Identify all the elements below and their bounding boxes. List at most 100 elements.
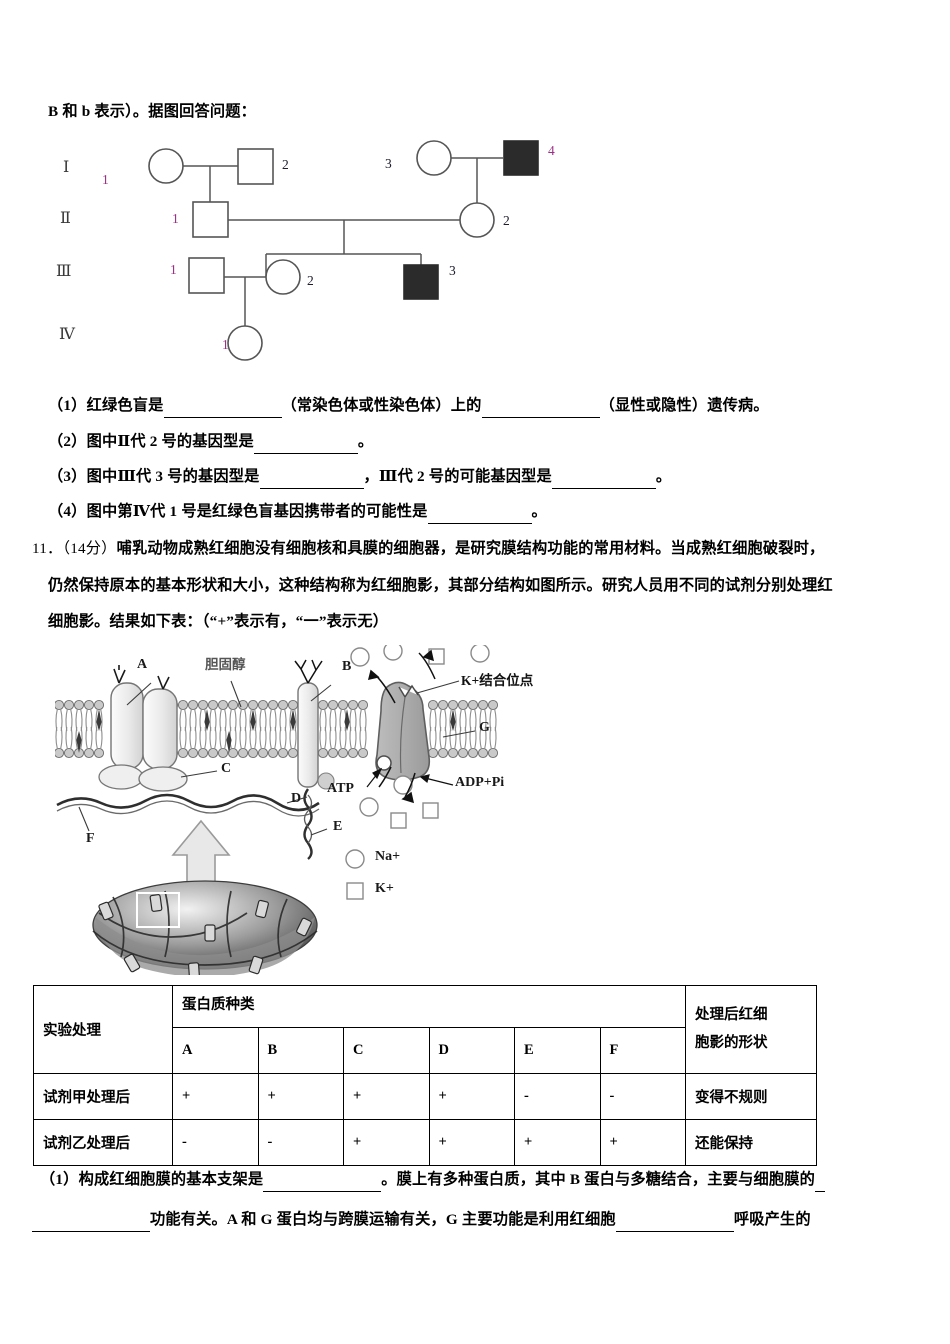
experiment-result-table: 实验处理 蛋白质种类 处理后红细 胞影的形状 A B C D E F 试剂甲处理… <box>33 985 817 1166</box>
figure-label-atp: ATP <box>327 781 354 796</box>
top-continuation-line: B 和 b 表示）。据图回答问题： <box>48 103 257 120</box>
transport-arrows <box>367 649 436 804</box>
figure-leader-lines <box>78 680 476 836</box>
row-1-value-f: - <box>599 1073 686 1120</box>
header-shape-after-treatment: 处理后红细 胞影的形状 <box>685 985 817 1074</box>
question-11-line-3: 细胞影。结果如下表：（“+”表示有，“一”表示无） <box>48 613 389 630</box>
header-shape-line-2: 胞影的形状 <box>695 1034 768 1051</box>
generation-label-iv: Ⅳ <box>59 326 75 343</box>
figure-label-f: F <box>86 831 95 846</box>
table-header-row-2: A B C D E F <box>34 1027 817 1074</box>
legend-label-na: Na+ <box>375 849 401 864</box>
pedigree-id-ii-2: 2 <box>503 213 510 228</box>
figure-label-e: E <box>333 819 343 834</box>
q11-1-part1: （1）构成红细胞膜的基本支架是 <box>40 1171 264 1188</box>
pedigree-symbols-svg <box>148 140 539 361</box>
membrane-diagram-svg <box>55 645 499 975</box>
pedigree-id-i-1: 1 <box>102 172 109 187</box>
row-2-value-a: - <box>172 1119 259 1166</box>
q10-4-part1: （4）图中第Ⅳ代 1 号是红绿色盲基因携带者的可能性是 <box>48 503 428 520</box>
legend-symbols <box>345 849 365 900</box>
question-10-1: （1）红绿色盲是 （常染色体或性染色体）上的 （显性或隐性）遗传病。 <box>48 394 769 418</box>
row-2-treatment: 试剂乙处理后 <box>33 1119 173 1166</box>
generation-label-iii: Ⅲ <box>56 263 72 280</box>
q10-2-blank-1[interactable] <box>253 437 358 454</box>
protein-g-pump-shape <box>375 681 431 781</box>
legend-label-k: K+ <box>375 881 394 896</box>
table-row: 试剂甲处理后 + + + + - - 变得不规则 <box>33 1073 817 1120</box>
question-11-line-1: 11．（14分）哺乳动物成熟红细胞没有细胞核和具膜的细胞器，是研究膜结构功能的常… <box>32 537 824 561</box>
q10-4-part2: 。 <box>531 503 547 520</box>
q10-3-blank-1[interactable] <box>259 472 364 489</box>
q10-1-part3: （显性或隐性）遗传病。 <box>599 397 769 414</box>
question-10-4: （4）图中第Ⅳ代 1 号是红绿色盲基因携带者的可能性是 。 <box>48 500 547 524</box>
header-protein-d: D <box>428 1027 515 1074</box>
q11-1-part4: 呼吸产生的 <box>733 1211 811 1228</box>
q10-1-part2: （常染色体或性染色体）上的 <box>281 397 482 414</box>
question-10-3: （3）图中Ⅲ代 3 号的基因型是 ，Ⅲ代 2 号的可能基因型是 。 <box>48 465 671 489</box>
q10-2-part2: 。 <box>357 433 374 450</box>
header-protein-e: E <box>514 1027 601 1074</box>
figure-label-c: C <box>221 761 232 776</box>
pedigree-chart: Ⅰ Ⅱ Ⅲ Ⅳ <box>0 130 950 370</box>
q11-1-blank-1[interactable] <box>263 1175 382 1192</box>
question-11-body-1: 哺乳动物成熟红细胞没有细胞核和具膜的细胞器，是研究膜结构功能的常用材料。当成熟红… <box>116 540 825 557</box>
pedigree-id-iii-1: 1 <box>170 262 177 277</box>
q11-1-part3: 功能有关。A 和 G 蛋白均与跨膜运输有关，G 主要功能是利用红细胞 <box>150 1211 616 1228</box>
row-1-value-b: + <box>257 1073 344 1120</box>
question-11-score: （14分） <box>62 540 117 557</box>
question-11-number: 11． <box>32 540 63 557</box>
pedigree-id-i-3: 3 <box>385 156 392 171</box>
header-shape-line-1: 处理后红细 <box>695 1006 768 1023</box>
q11-1-part2: 。膜上有多种蛋白质，其中 B 蛋白与多糖结合，主要与细胞膜的 <box>381 1171 816 1188</box>
q10-3-part2: ，Ⅲ代 2 号的可能基因型是 <box>363 468 552 485</box>
protein-c-shape <box>98 764 188 792</box>
q10-3-part1: （3）图中Ⅲ代 3 号的基因型是 <box>48 468 260 485</box>
question-11-1-line-2: 功能有关。A 和 G 蛋白均与跨膜运输有关，G 主要功能是利用红细胞 呼吸产生的 <box>32 1208 811 1232</box>
header-protein-types: 蛋白质种类 <box>172 985 686 1028</box>
q10-3-part3: 。 <box>655 468 672 485</box>
row-2-value-d: + <box>428 1119 515 1166</box>
table-header-row-1: 实验处理 蛋白质种类 处理后红细 胞影的形状 <box>33 985 817 1074</box>
q10-2-part1: （2）图中Ⅱ代 2 号的基因型是 <box>48 433 254 450</box>
pedigree-id-iv-1: 1 <box>222 337 229 352</box>
figure-label-b: B <box>342 659 352 674</box>
generation-label-ii: Ⅱ <box>60 210 71 227</box>
row-1-shape: 变得不规则 <box>685 1073 817 1120</box>
q11-1-blank-2-cont[interactable] <box>32 1215 150 1232</box>
q10-3-blank-2[interactable] <box>551 472 656 489</box>
table-row: 试剂乙处理后 - - + + + + 还能保持 <box>33 1119 817 1166</box>
figure-label-a: A <box>137 657 148 672</box>
generation-label-i: Ⅰ <box>63 159 70 176</box>
header-protein-c: C <box>343 1027 430 1074</box>
red-cell-ghost-illustration <box>92 880 318 975</box>
q11-1-blank-2-start[interactable] <box>815 1175 826 1192</box>
q10-1-blank-1[interactable] <box>163 401 282 418</box>
header-protein-b: B <box>257 1027 344 1074</box>
cytoskeleton-spectrin-network <box>56 793 320 817</box>
row-2-value-c: + <box>343 1119 430 1166</box>
header-experiment-treatment: 实验处理 <box>33 985 173 1074</box>
q10-1-part1: （1）红绿色盲是 <box>48 397 164 414</box>
row-2-value-f: + <box>599 1119 686 1166</box>
question-10-2: （2）图中Ⅱ代 2 号的基因型是 。 <box>48 430 373 454</box>
pedigree-id-iii-3: 3 <box>449 263 456 278</box>
row-1-value-d: + <box>428 1073 515 1120</box>
question-11-1-line-1: （1）构成红细胞膜的基本支架是 。膜上有多种蛋白质，其中 B 蛋白与多糖结合，主要… <box>40 1168 826 1192</box>
protein-e-chain <box>303 788 313 860</box>
row-1-value-e: - <box>514 1073 601 1120</box>
header-protein-f: F <box>599 1027 686 1074</box>
figure-label-cholesterol: 胆固醇 <box>205 657 246 672</box>
row-1-treatment: 试剂甲处理后 <box>33 1073 173 1120</box>
pedigree-id-iii-2: 2 <box>307 273 314 288</box>
q10-4-blank-1[interactable] <box>427 507 532 524</box>
question-11-line-2: 仍然保持原本的基本形状和大小，这种结构称为红细胞影，其部分结构如图所示。研究人员… <box>48 577 833 594</box>
row-1-value-a: + <box>172 1073 259 1120</box>
row-2-shape: 还能保持 <box>685 1119 817 1166</box>
q10-1-blank-2[interactable] <box>481 401 600 418</box>
row-2-value-e: + <box>514 1119 601 1166</box>
pedigree-id-i-2: 2 <box>282 157 289 172</box>
q11-1-blank-3[interactable] <box>615 1215 734 1232</box>
figure-label-k-binding-site: K+结合位点 <box>461 673 534 688</box>
